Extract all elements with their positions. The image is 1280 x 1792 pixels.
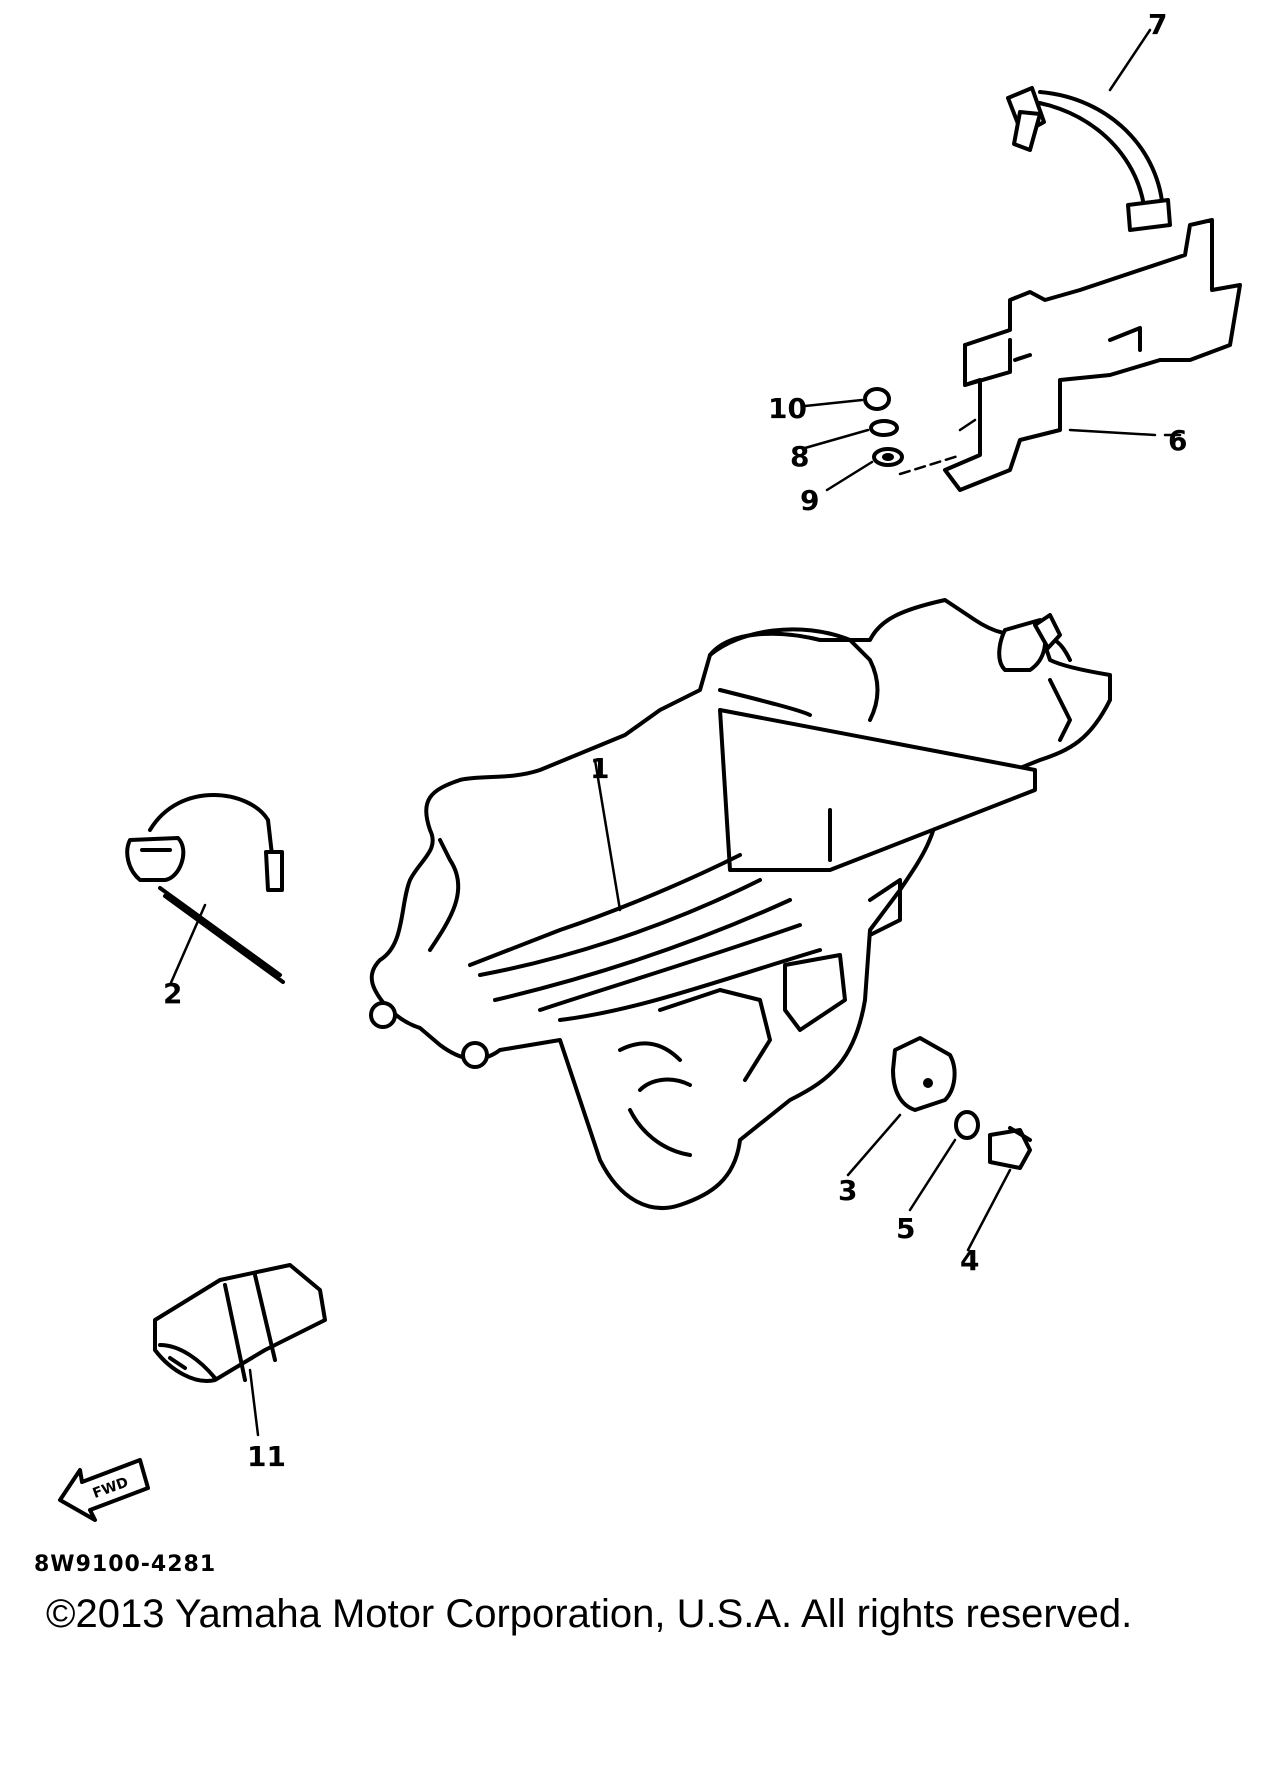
- callout-6: 6: [1168, 424, 1187, 457]
- copyright-notice: ©2013 Yamaha Motor Corporation, U.S.A. A…: [46, 1592, 1133, 1636]
- callout-3: 3: [838, 1174, 857, 1207]
- part-7-strap: [1006, 28, 1172, 232]
- parts-8-9-10-hardware: [803, 387, 960, 492]
- part-11-connector: [153, 1263, 327, 1437]
- part-6-bracket: [943, 218, 1242, 492]
- part-1-body: [369, 598, 1112, 1210]
- callout-4: 4: [960, 1244, 979, 1277]
- part-2-cable: [125, 793, 285, 987]
- callout-7: 7: [1148, 8, 1167, 41]
- parts-3-4-5-fasteners: [846, 1036, 1032, 1252]
- callout-10: 10: [768, 392, 807, 425]
- callout-5: 5: [896, 1212, 915, 1245]
- callout-1: 1: [590, 752, 609, 785]
- fwd-arrow-icon: FWD: [58, 1458, 150, 1522]
- diagram-part-code: 8W9100-4281: [34, 1552, 217, 1577]
- callout-9: 9: [800, 484, 819, 517]
- callout-11: 11: [247, 1440, 286, 1473]
- callout-2: 2: [163, 977, 182, 1010]
- callout-8: 8: [790, 440, 809, 473]
